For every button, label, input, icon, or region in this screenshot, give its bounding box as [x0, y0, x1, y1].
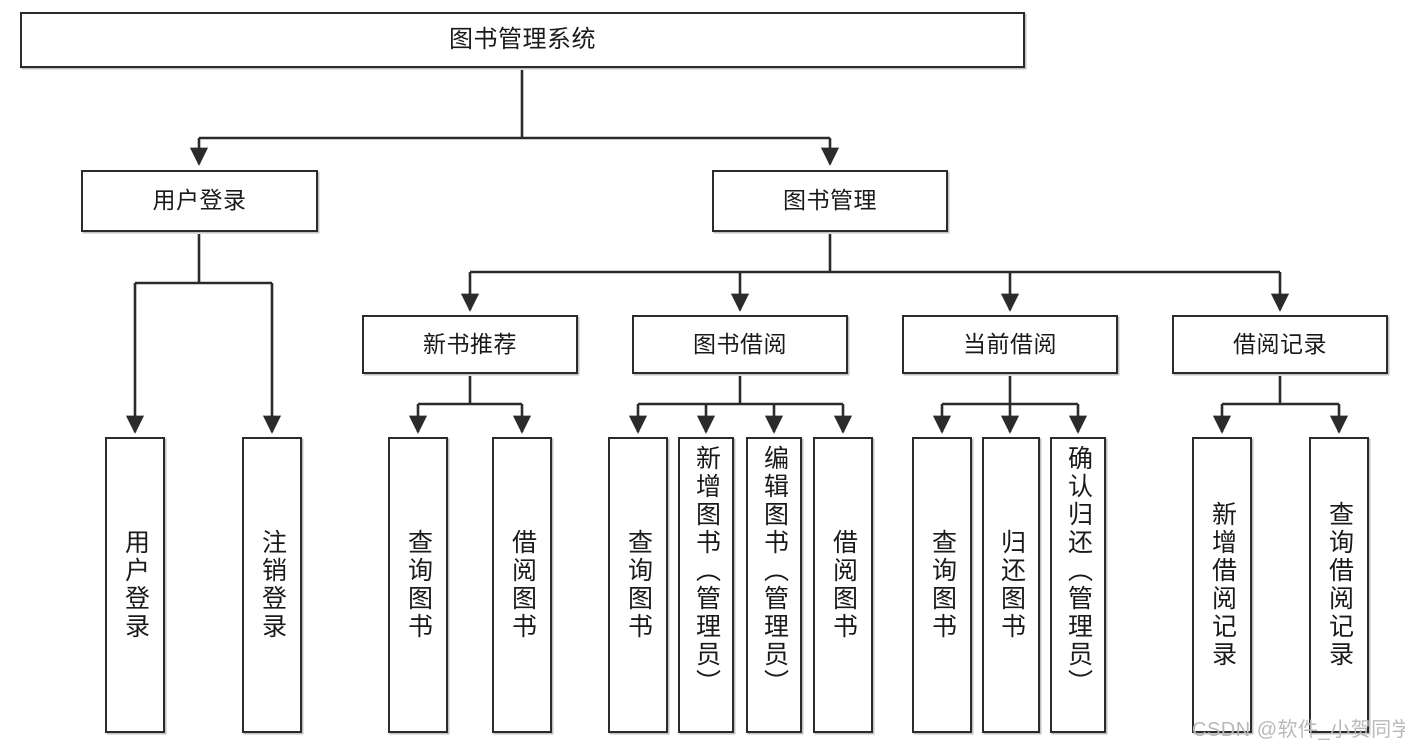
node-leaf-query-book-3-label: 查询图书 — [928, 529, 957, 641]
node-current-borrow-label: 当前借阅 — [963, 330, 1057, 357]
node-user-login[interactable]: 用户登录 — [81, 170, 318, 232]
node-new-book-recommend-label: 新书推荐 — [423, 330, 517, 357]
node-leaf-query-record-label: 查询借阅记录 — [1325, 501, 1354, 669]
node-leaf-query-book-1[interactable]: 查询图书 — [388, 437, 448, 733]
node-root-label: 图书管理系统 — [449, 25, 596, 53]
node-leaf-confirm-return[interactable]: 确认归还（管理员） — [1050, 437, 1106, 733]
node-leaf-add-record[interactable]: 新增借阅记录 — [1192, 437, 1252, 733]
node-leaf-return-book-label: 归还图书 — [997, 529, 1026, 641]
node-book-borrow-label: 图书借阅 — [693, 330, 787, 357]
node-leaf-borrow-book-2[interactable]: 借阅图书 — [813, 437, 873, 733]
node-leaf-add-book-label: 新增图书（管理员） — [692, 445, 721, 697]
node-leaf-query-book-3[interactable]: 查询图书 — [912, 437, 972, 733]
node-leaf-edit-book-label: 编辑图书（管理员） — [760, 445, 789, 697]
node-user-login-label: 用户登录 — [152, 187, 247, 214]
node-leaf-borrow-book-2-label: 借阅图书 — [829, 529, 858, 641]
node-leaf-query-book-2[interactable]: 查询图书 — [608, 437, 668, 733]
node-new-book-recommend[interactable]: 新书推荐 — [362, 315, 578, 374]
node-root[interactable]: 图书管理系统 — [20, 12, 1025, 68]
node-book-borrow[interactable]: 图书借阅 — [632, 315, 848, 374]
node-current-borrow[interactable]: 当前借阅 — [902, 315, 1118, 374]
node-leaf-query-book-2-label: 查询图书 — [624, 529, 653, 641]
node-leaf-add-book[interactable]: 新增图书（管理员） — [678, 437, 734, 733]
node-leaf-borrow-book-1-label: 借阅图书 — [508, 529, 537, 641]
node-book-management[interactable]: 图书管理 — [712, 170, 948, 232]
node-book-management-label: 图书管理 — [783, 187, 877, 214]
node-leaf-borrow-book-1[interactable]: 借阅图书 — [492, 437, 552, 733]
node-leaf-confirm-return-label: 确认归还（管理员） — [1064, 445, 1093, 697]
node-leaf-logout[interactable]: 注销登录 — [242, 437, 302, 733]
node-leaf-user-login-label: 用户登录 — [121, 529, 150, 641]
node-leaf-query-record[interactable]: 查询借阅记录 — [1309, 437, 1369, 733]
node-borrow-record-label: 借阅记录 — [1233, 330, 1327, 357]
node-leaf-return-book[interactable]: 归还图书 — [982, 437, 1040, 733]
csdn-watermark: CSDN @软件_小贺同学 — [1192, 719, 1405, 741]
node-leaf-add-record-label: 新增借阅记录 — [1208, 501, 1237, 669]
node-leaf-edit-book[interactable]: 编辑图书（管理员） — [746, 437, 802, 733]
node-leaf-query-book-1-label: 查询图书 — [404, 529, 433, 641]
node-leaf-logout-label: 注销登录 — [258, 529, 287, 641]
node-leaf-user-login[interactable]: 用户登录 — [105, 437, 165, 733]
node-borrow-record[interactable]: 借阅记录 — [1172, 315, 1388, 374]
